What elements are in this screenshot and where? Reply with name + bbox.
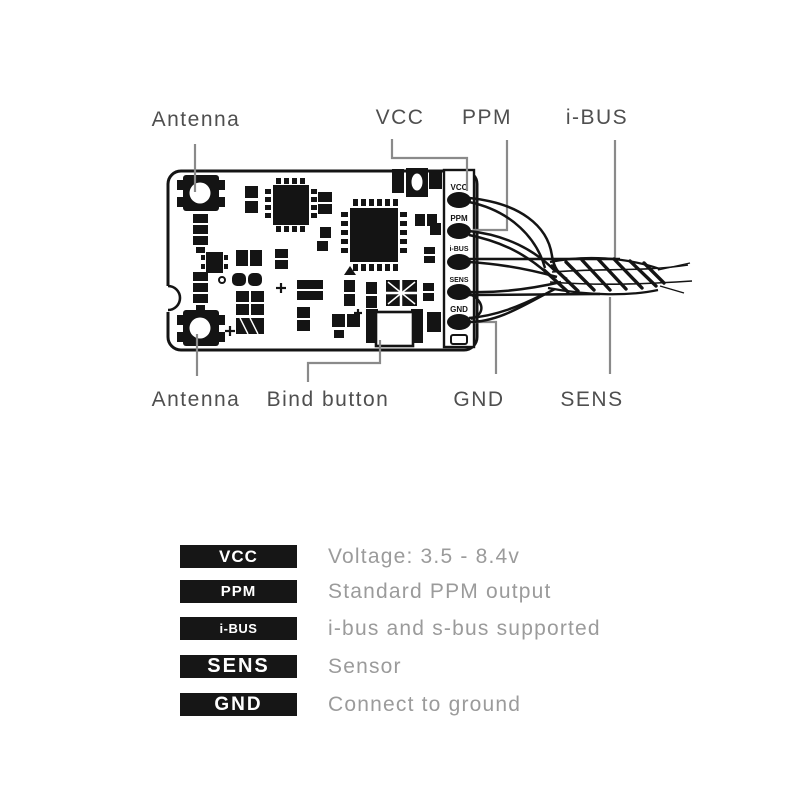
label-gnd: GND: [453, 388, 504, 411]
wire-sens-straight: [468, 292, 601, 297]
bind-button: [366, 309, 423, 348]
small-ic: [201, 252, 228, 273]
pad-label-vcc: VCC: [451, 183, 468, 192]
pad-gnd: [447, 314, 471, 330]
legend-row-sens: SENS Sensor: [180, 655, 402, 678]
pad-vcc: [447, 192, 471, 208]
legend-tag-sens: SENS: [180, 655, 297, 678]
legend-desc-gnd: Connect to ground: [328, 692, 522, 716]
legend-desc-vcc: Voltage: 3.5 - 8.4v: [328, 544, 521, 568]
wire-loop: [469, 292, 483, 321]
legend-row-vcc: VCC Voltage: 3.5 - 8.4v: [180, 545, 520, 568]
legend-row-ppm: PPM Standard PPM output: [180, 580, 552, 603]
label-antenna-bottom: Antenna: [152, 388, 241, 411]
label-bind-button: Bind button: [267, 388, 390, 411]
pad-ppm: [447, 223, 471, 239]
receiver-diagram: VCC PPM i-BUS SENS GND: [152, 106, 693, 411]
label-sens: SENS: [560, 388, 623, 411]
legend-row-gnd: GND Connect to ground: [180, 693, 521, 716]
label-ibus: i-BUS: [566, 106, 628, 129]
pcb-board: VCC PPM i-BUS SENS GND: [162, 168, 479, 352]
legend-desc-sens: Sensor: [328, 654, 402, 678]
label-vcc: VCC: [376, 106, 425, 129]
pad-label-ibus: i-BUS: [449, 246, 468, 253]
legend-tag-gnd: GND: [180, 693, 297, 716]
pad-sens: [447, 284, 471, 300]
plus-marks: [225, 283, 362, 336]
rf-feedline: [193, 214, 226, 310]
legend-tag-ppm: PPM: [180, 580, 297, 603]
wire-sens: [468, 280, 562, 294]
label-antenna-top: Antenna: [152, 108, 241, 131]
leader-ppm: [473, 140, 509, 232]
pin1-triangle-mark: [344, 266, 356, 275]
pad-label-gnd: GND: [450, 305, 468, 314]
leader-bind-button: [306, 340, 382, 382]
legend-desc-ppm: Standard PPM output: [328, 579, 552, 603]
legend-tag-ibus: i-BUS: [180, 617, 297, 640]
label-ppm: PPM: [462, 106, 512, 129]
edge-notch: [167, 284, 182, 312]
wire-ppm: [468, 229, 556, 272]
antenna-connector-top: [177, 175, 225, 211]
pad-label-sens: SENS: [449, 277, 468, 284]
twisted-cable: [542, 256, 693, 296]
leader-ibus: [475, 140, 617, 261]
legend-desc-ibus: i-bus and s-bus supported: [328, 616, 601, 640]
pad-label-ppm: PPM: [450, 214, 468, 223]
wire-gnd: [468, 287, 556, 324]
legend-tag-vcc: VCC: [180, 545, 297, 568]
chip-rf: [265, 178, 317, 232]
callout-labels: Antenna VCC PPM i-BUS Antenna Bind butto…: [152, 106, 628, 411]
leader-vcc: [390, 139, 469, 191]
chip-mcu: [341, 199, 407, 275]
wire-ppm-2: [468, 233, 549, 275]
legend-row-ibus: i-BUS i-bus and s-bus supported: [180, 617, 601, 640]
passive-components: [225, 168, 442, 338]
pad-ibus: [447, 254, 471, 270]
antenna-connector-bottom: [177, 310, 225, 346]
